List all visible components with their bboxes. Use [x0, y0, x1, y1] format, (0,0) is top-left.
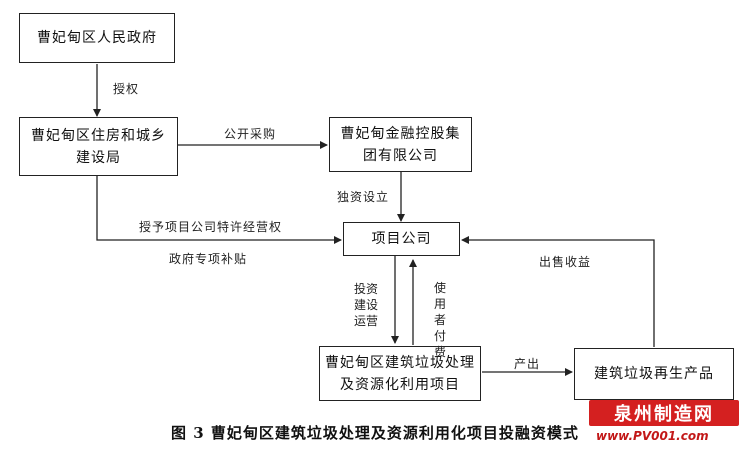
edge-sales-revenue [461, 236, 655, 347]
watermark-logo: 泉州制造网 [589, 400, 739, 426]
label-sole-invest: 独资设立 [337, 190, 390, 204]
node-project-company: 项目公司 [343, 222, 460, 256]
node-finance-holding: 曹妃甸金融控股集团有限公司 [329, 117, 472, 172]
label-subsidy: 政府专项补贴 [169, 252, 248, 266]
watermark-url: www.PV001.com [596, 429, 709, 443]
node-waste-project: 曹妃甸区建筑垃圾处理及资源化利用项目 [319, 346, 481, 401]
label-output: 产出 [514, 357, 541, 371]
node-recycled-product: 建筑垃圾再生产品 [574, 348, 734, 400]
label-concession: 授予项目公司特许经营权 [139, 220, 283, 234]
label-user-fee: 使用者付费 [433, 281, 446, 359]
figure-caption: 图 3 曹妃甸区建筑垃圾处理及资源利用化项目投融资模式 [171, 424, 579, 442]
label-sales-revenue: 出售收益 [539, 255, 592, 269]
label-authorize: 授权 [113, 82, 140, 96]
label-invest-build-operate: 投资建设运营 [353, 282, 378, 328]
edge-concession [96, 176, 342, 244]
label-procurement: 公开采购 [224, 127, 277, 141]
node-district-government: 曹妃甸区人民政府 [19, 13, 175, 63]
node-housing-bureau: 曹妃甸区住房和城乡建设局 [19, 117, 178, 176]
